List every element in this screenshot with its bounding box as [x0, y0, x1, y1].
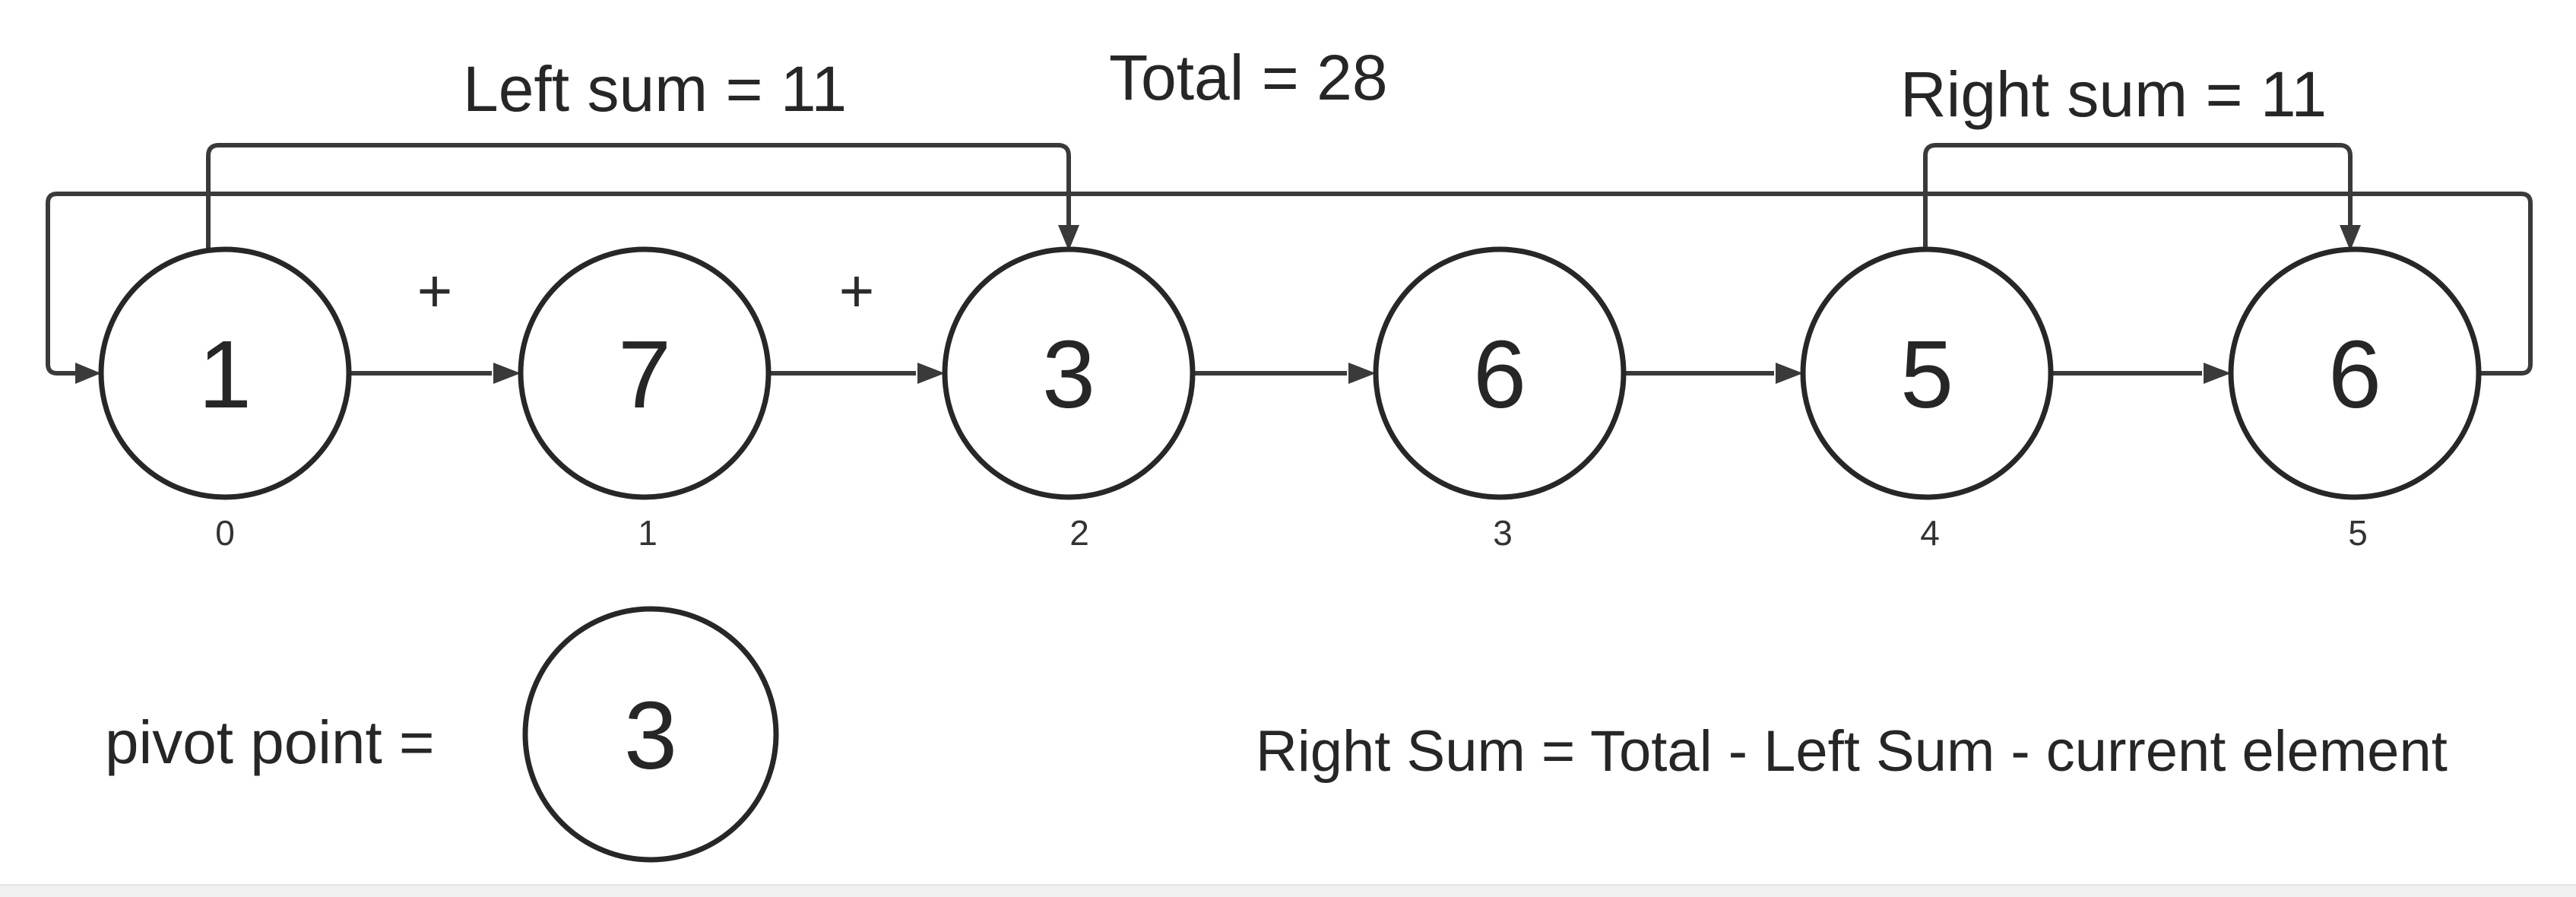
plus-sign: + [417, 257, 453, 325]
right-sum-formula: Right Sum = Total - Left Sum - current e… [1256, 719, 2448, 784]
right-sum-bracket [1923, 143, 2361, 251]
node-value: 3 [1042, 321, 1095, 428]
pivot-circle [522, 606, 779, 863]
array-node: 6 5 [2228, 246, 2482, 553]
node-index: 3 [1493, 513, 1513, 553]
node-index: 1 [638, 513, 657, 553]
plus-sign: + [839, 257, 875, 325]
node-value: 7 [618, 321, 671, 428]
node-circle [98, 246, 352, 500]
pivot-value: 3 [624, 682, 677, 789]
node-circle [1800, 246, 2054, 500]
pivot-point-result: pivot point = 3 [105, 606, 779, 863]
node-circle [518, 246, 772, 500]
node-value: 5 [1900, 321, 1953, 428]
right-sum-arrowhead [2340, 225, 2361, 251]
array-node: 5 4 [1800, 246, 2054, 553]
node-circle [1373, 246, 1627, 500]
link-arrowhead [1348, 363, 1376, 384]
link-arrowhead [2204, 363, 2231, 384]
node-index: 2 [1069, 513, 1089, 553]
array-node: 6 3 [1373, 246, 1627, 553]
left-sum-arrowhead [1058, 225, 1079, 251]
link-arrowhead [493, 363, 521, 384]
total-loop-arrowhead [75, 363, 101, 384]
array-node: 7 1 [518, 246, 772, 553]
node-circle [2228, 246, 2482, 500]
link-arrowhead [1776, 363, 1803, 384]
array-node: 1 0 [98, 246, 352, 553]
array-node: 3 2 [942, 246, 1196, 553]
total-loop-connector [46, 192, 2533, 384]
bottom-bar-border [0, 884, 2576, 886]
total-label: Total = 28 [1109, 42, 1388, 113]
node-index: 4 [1920, 513, 1940, 553]
link-arrowhead [917, 363, 945, 384]
left-sum-bracket [206, 143, 1079, 251]
node-index: 0 [215, 513, 235, 553]
node-value: 1 [198, 321, 252, 428]
pivot-point-label: pivot point = [105, 708, 435, 776]
node-value: 6 [2328, 321, 2381, 428]
node-value: 6 [1473, 321, 1526, 428]
node-index: 5 [2348, 513, 2368, 553]
array-link-arrows [350, 363, 2231, 384]
bottom-bar [0, 886, 2576, 897]
right-sum-label: Right sum = 11 [1900, 59, 2327, 130]
node-circle [942, 246, 1196, 500]
left-sum-label: Left sum = 11 [463, 53, 847, 125]
